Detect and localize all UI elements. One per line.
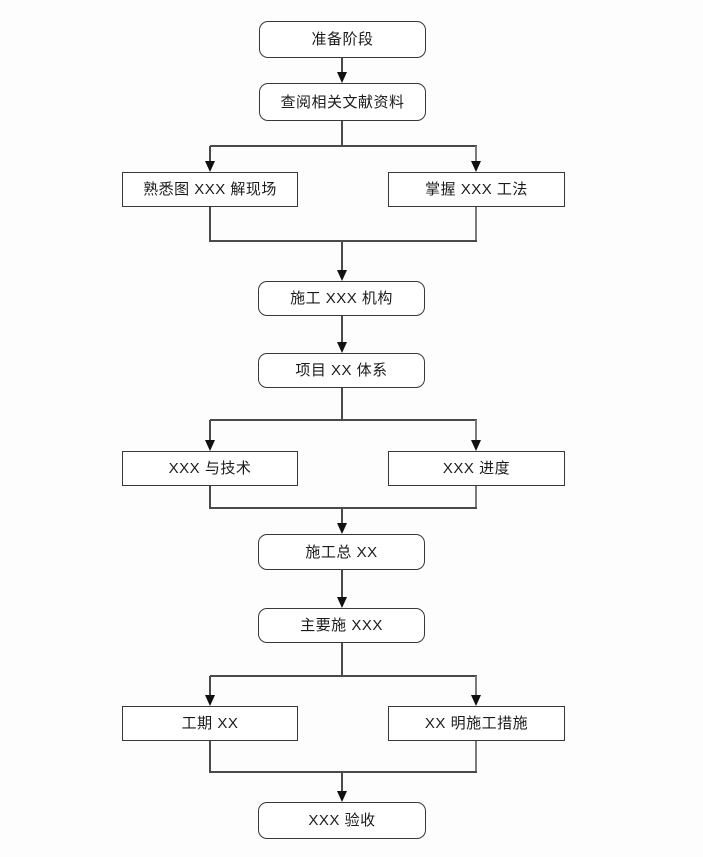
node-main-construction: 主要施 XXX <box>258 608 425 643</box>
node-construction-measures: XX 明施工措施 <box>388 706 565 741</box>
arrowhead-into-2 <box>337 72 347 83</box>
arrowhead-into-4 <box>471 161 481 172</box>
node-label: XXX 验收 <box>308 812 376 829</box>
arrowhead-into-7 <box>205 440 215 451</box>
node-master-construction-method: 掌握 XXX 工法 <box>388 172 565 207</box>
node-familiarize-drawings-site: 熟悉图 XXX 解现场 <box>122 172 298 207</box>
arrowhead-into-3 <box>205 161 215 172</box>
node-construction-organization: 施工 XXX 机构 <box>258 281 425 316</box>
arrowhead-into-8 <box>471 440 481 451</box>
node-construction-general: 施工总 XX <box>258 534 425 570</box>
node-label: 施工 XXX 机构 <box>290 290 393 307</box>
node-label: XXX 进度 <box>442 460 511 477</box>
node-label: XX 明施工措施 <box>424 715 529 732</box>
node-label: XXX 与技术 <box>168 460 252 477</box>
node-label: 项目 XX 体系 <box>295 362 388 379</box>
node-progress: XXX 进度 <box>388 451 565 486</box>
node-preparation-stage: 准备阶段 <box>259 21 426 58</box>
arrowhead-into-9 <box>337 523 347 534</box>
node-label: 熟悉图 XXX 解现场 <box>143 181 277 198</box>
arrowhead-into-10 <box>337 597 347 608</box>
node-acceptance: XXX 验收 <box>258 802 426 839</box>
node-label: 准备阶段 <box>311 31 374 48</box>
node-label: 主要施 XXX <box>300 617 383 634</box>
arrowhead-into-5 <box>337 270 347 281</box>
node-label: 查阅相关文献资料 <box>280 93 405 111</box>
node-construction-period: 工期 XX <box>122 706 298 741</box>
arrowhead-into-12 <box>471 695 481 706</box>
arrowhead-into-6 <box>337 342 347 353</box>
arrowhead-into-13 <box>337 791 347 802</box>
node-label: 施工总 XX <box>305 543 378 561</box>
arrowhead-into-11 <box>205 695 215 706</box>
node-technology: XXX 与技术 <box>122 451 298 486</box>
node-label: 掌握 XXX 工法 <box>425 181 528 198</box>
node-review-literature: 查阅相关文献资料 <box>259 83 426 121</box>
node-label: 工期 XX <box>181 715 239 732</box>
node-project-system: 项目 XX 体系 <box>258 353 425 388</box>
